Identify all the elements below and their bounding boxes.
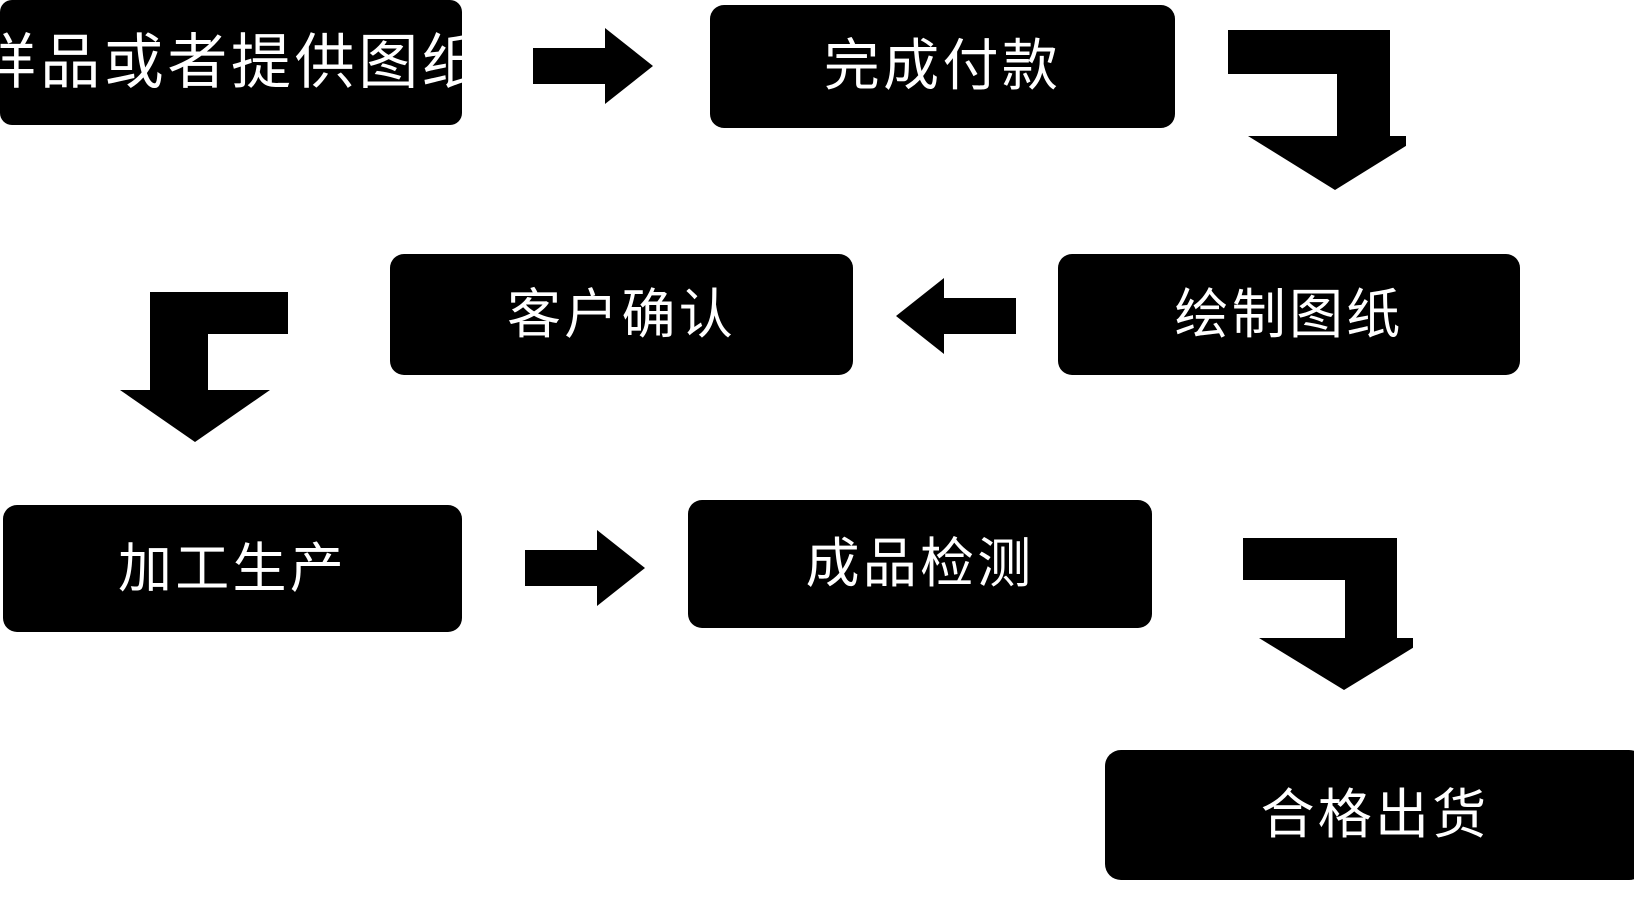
node-inspection-label: 成品检测 [805,532,1035,596]
arrow-right-icon [533,28,653,104]
node-sample-label: 样品或者提供图纸 [0,27,486,98]
arrow-left-icon [896,278,1016,354]
node-shipping-label: 合格出货 [1260,783,1490,847]
node-drawing[interactable]: 绘制图纸 [1058,254,1520,375]
node-payment[interactable]: 完成付款 [710,5,1175,128]
node-inspection[interactable]: 成品检测 [688,500,1152,628]
arrow-elbow-left-down-icon [120,292,288,442]
node-payment-label: 完成付款 [823,33,1062,99]
node-production-label: 加工生产 [118,536,347,600]
node-confirm[interactable]: 客户确认 [390,254,853,375]
node-drawing-label: 绘制图纸 [1174,282,1404,346]
node-confirm-label: 客户确认 [507,282,736,346]
node-sample[interactable]: 样品或者提供图纸 [0,0,482,125]
arrow-elbow-right-down-icon [1228,30,1406,190]
arrow-right-icon [525,530,645,606]
node-production[interactable]: 加工生产 [3,505,462,632]
node-shipping[interactable]: 合格出货 [1105,750,1634,880]
arrow-elbow-right-down-icon [1243,538,1413,690]
